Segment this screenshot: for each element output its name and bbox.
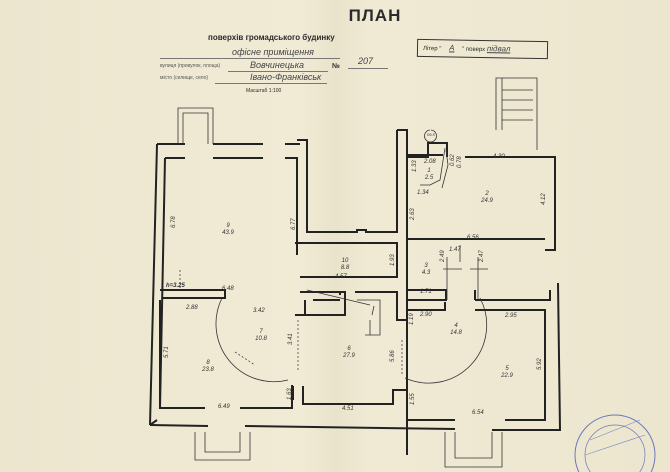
city-value: Івано-Франківськ bbox=[250, 72, 322, 82]
dim: 6.77 bbox=[291, 218, 297, 230]
room-3-doors bbox=[443, 245, 488, 300]
room-5-number: 5 bbox=[505, 366, 509, 372]
number-value: 207 bbox=[358, 56, 374, 66]
number-label: № bbox=[332, 63, 340, 70]
dim: 2.49 bbox=[440, 250, 446, 263]
room-7-number: 7 bbox=[259, 329, 263, 335]
room-8-area: 23.8 bbox=[201, 367, 214, 373]
arc-dash bbox=[234, 351, 256, 366]
left-arc-wall bbox=[215, 297, 289, 383]
dim: 0.62 bbox=[450, 154, 456, 166]
room-6-area: 27.9 bbox=[342, 353, 355, 359]
room-10-walls bbox=[295, 242, 407, 321]
room-7-area: 10.8 bbox=[255, 336, 267, 342]
dim: 1.19 bbox=[409, 313, 415, 325]
dim: 1.34 bbox=[417, 190, 429, 196]
room-4-area: 14.8 bbox=[450, 330, 462, 336]
dim: 2.08 bbox=[423, 159, 436, 165]
street-value: Вовчинецька bbox=[250, 60, 304, 70]
right-arc-wall bbox=[404, 297, 488, 384]
dim: 3.41 bbox=[288, 333, 294, 345]
purpose-value: офісне приміщення bbox=[232, 47, 314, 57]
room-4-number: 4 bbox=[454, 323, 458, 329]
dim: 2.63 bbox=[410, 208, 416, 221]
dim: 2.90 bbox=[419, 312, 432, 318]
dim: 4.12 bbox=[541, 193, 547, 205]
central-stair bbox=[306, 289, 381, 336]
top-left-porch bbox=[177, 107, 214, 144]
dim: 09.5 bbox=[427, 132, 436, 137]
dim: 4.51 bbox=[342, 406, 354, 412]
room-1-area: 2.5 bbox=[424, 175, 434, 181]
dim: 4.30 bbox=[493, 154, 505, 160]
room-2-number: 2 bbox=[484, 191, 489, 197]
dim: 2.47 bbox=[479, 250, 485, 263]
dim: 3.42 bbox=[253, 308, 265, 314]
outer-wall-left-top bbox=[149, 143, 300, 426]
plan-subtitle: поверхів громадського будинку bbox=[208, 33, 335, 42]
dim: 1.33 bbox=[412, 160, 418, 172]
dim: 1.55 bbox=[410, 393, 416, 405]
room-3-number: 3 bbox=[424, 263, 428, 269]
dim: 5.86 bbox=[390, 350, 396, 362]
dim: 1.71 bbox=[420, 289, 432, 295]
bottom-left-porch bbox=[194, 432, 251, 461]
ceiling-height: h=3.25 bbox=[166, 283, 186, 289]
lower-walls bbox=[159, 299, 446, 408]
room-3-walls bbox=[407, 238, 551, 301]
room-9-area: 43.9 bbox=[222, 230, 234, 236]
stamp bbox=[574, 414, 656, 472]
room-2-walls bbox=[407, 142, 556, 251]
city-label: місто (селище, село) bbox=[160, 75, 209, 81]
dim: 1.47 bbox=[449, 247, 461, 253]
central-block-walls bbox=[297, 129, 408, 455]
room-5-walls bbox=[406, 309, 546, 421]
outer-wall-bottom bbox=[149, 282, 562, 431]
dim: 5.71 bbox=[164, 346, 170, 358]
dimension-labels: 6.78 6.77 6.48 4.57 1.93 2.08 0.62 0.78 … bbox=[164, 132, 547, 416]
dim: 6.56 bbox=[467, 235, 479, 241]
street-label: вулиця (провулок, площа) bbox=[160, 63, 221, 69]
room-2-area: 24.9 bbox=[480, 198, 493, 204]
room-1-walls bbox=[420, 129, 449, 189]
dim: 6.54 bbox=[472, 410, 484, 416]
room-1-number: 1 bbox=[427, 168, 430, 174]
room-8-number: 8 bbox=[206, 360, 210, 366]
room-5-area: 22.9 bbox=[500, 373, 513, 379]
scale-label: Масштаб 1:100 bbox=[246, 88, 282, 94]
dim: 2.95 bbox=[504, 313, 517, 319]
room-10-area: 8.8 bbox=[341, 265, 350, 271]
door-dashes bbox=[179, 270, 403, 375]
dim: 6.49 bbox=[218, 404, 230, 410]
dim: 5.92 bbox=[537, 358, 543, 370]
dim: 1.93 bbox=[390, 254, 396, 266]
room-labels: 9 43.9 10 8.8 1 2.5 2 24.9 3 4.3 7 10.8 … bbox=[201, 168, 513, 379]
dim: 6.48 bbox=[222, 286, 234, 292]
dim: 4.57 bbox=[335, 274, 347, 280]
dim: 0.78 bbox=[457, 156, 463, 168]
top-right-stair bbox=[495, 77, 538, 150]
room-3-area: 4.3 bbox=[422, 270, 431, 276]
room-6-number: 6 bbox=[347, 346, 351, 352]
room-9-number: 9 bbox=[226, 223, 230, 229]
dim: 6.78 bbox=[171, 216, 177, 228]
plan-title: ПЛАН bbox=[348, 6, 402, 25]
room-10-number: 10 bbox=[342, 258, 349, 264]
dim: 2.88 bbox=[185, 305, 198, 311]
dim: 1.63 bbox=[287, 388, 293, 400]
bottom-right-porch bbox=[444, 432, 503, 468]
